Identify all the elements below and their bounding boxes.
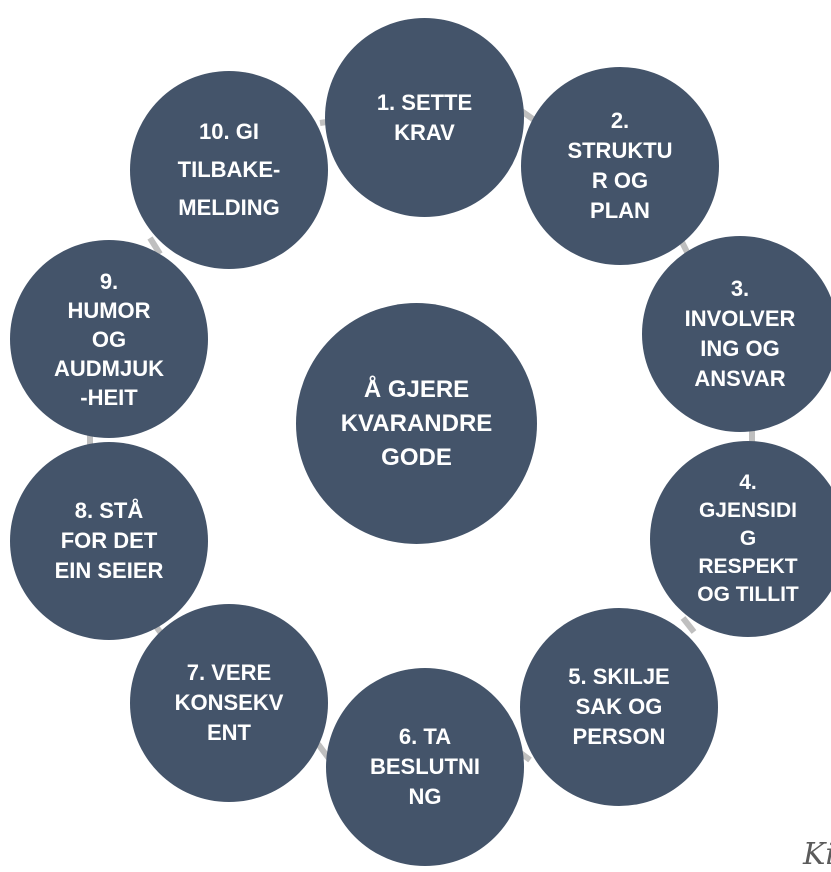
center-label: Å GJERE KVARANDRE GODE — [340, 375, 493, 471]
node-7: 7. VERE KONSEKV ENT — [130, 604, 328, 802]
node-5-label: 5. SKILJE SAK OG PERSON — [568, 664, 670, 749]
node-7-label: 7. VERE KONSEKV ENT — [174, 660, 284, 745]
node-1: 1. SETTE KRAV — [325, 18, 524, 217]
node-1-label: 1. SETTE KRAV — [376, 89, 473, 145]
node-3-label: 3. INVOLVER ING OG ANSVAR — [684, 276, 796, 391]
node-9: 9. HUMOR OG AUDMJUK -HEIT — [10, 240, 208, 438]
node-9-label: 9. HUMOR OG AUDMJUK -HEIT — [54, 268, 164, 410]
node-10-label: 10. GI TILBAKE- MELDING — [177, 119, 281, 220]
signature-mark: Ki — [802, 837, 831, 872]
node-6: 6. TA BESLUTNI NG — [326, 668, 524, 866]
node-5: 5. SKILJE SAK OG PERSON — [520, 608, 718, 806]
node-8-label: 8. STÅ FOR DET EIN SEIER — [54, 498, 164, 583]
node-8: 8. STÅ FOR DET EIN SEIER — [10, 442, 208, 640]
node-3: 3. INVOLVER ING OG ANSVAR — [642, 236, 831, 432]
node-2: 2. STRUKTU R OG PLAN — [521, 67, 719, 265]
node-4: 4. GJENSIDI G RESPEKT OG TILLIT — [650, 441, 831, 637]
node-2-label: 2. STRUKTU R OG PLAN — [567, 108, 673, 223]
node-10: 10. GI TILBAKE- MELDING — [130, 71, 328, 269]
node-6-label: 6. TA BESLUTNI NG — [370, 724, 480, 809]
center-circle: Å GJERE KVARANDRE GODE — [296, 303, 537, 544]
node-4-label: 4. GJENSIDI G RESPEKT OG TILLIT — [697, 471, 799, 606]
